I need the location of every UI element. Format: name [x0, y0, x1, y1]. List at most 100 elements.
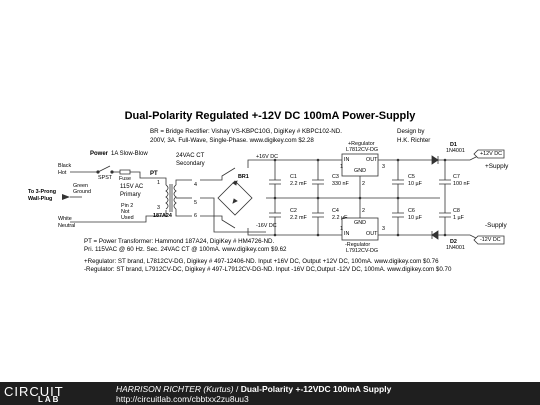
- neutral-wire: [70, 210, 167, 223]
- pin5-label: 5: [194, 200, 197, 206]
- spst-label: SPST: [98, 175, 113, 181]
- logo-top: CIRCUIT: [4, 384, 64, 399]
- bridge-note-2: 200V, 3A. Full-Wave, Single-Phase. www.d…: [150, 137, 314, 144]
- c1-label: C1: [290, 174, 297, 180]
- fuse-symbol: [119, 169, 131, 175]
- pos-reg-pin2: 2: [362, 181, 365, 187]
- neg-reg-out: OUT: [366, 231, 378, 237]
- fuse-rating-label: 1A Slow-Blow: [111, 151, 148, 157]
- c3-value: 330 nF: [332, 181, 349, 187]
- switch-blade: [97, 165, 111, 173]
- plug-arrow: [62, 194, 70, 200]
- logo-bottom: LAB: [38, 395, 61, 404]
- reg-pos-note: +Regulator: ST brand, L7812CV-DG, Digike…: [84, 258, 439, 265]
- pin6-label: 6: [194, 213, 197, 219]
- fuse-wire: [130, 171, 167, 185]
- out-neg-flag: [473, 235, 505, 245]
- plug-label-1: To 3-Prong: [28, 189, 57, 195]
- pin2-label-1: Pin 2: [121, 203, 134, 209]
- pin1-label: 1: [157, 180, 160, 186]
- neg-reg-pin2: 2: [362, 208, 365, 214]
- out-pos-label: +12V DC: [480, 151, 503, 157]
- c2-value: 2.2 mF: [290, 215, 307, 221]
- pos-reg-in: IN: [344, 157, 350, 163]
- pt-note-1: PT = Power Transformer: Hammond 187A24, …: [84, 238, 275, 245]
- c4-value: 2.2 µF: [332, 215, 348, 221]
- out-pos-flag: [473, 149, 505, 159]
- c6-value: 10 µF: [408, 215, 422, 221]
- out-neg-label: -12V DC: [480, 237, 501, 243]
- c7-label: C7: [453, 174, 460, 180]
- footer-separator: /: [233, 384, 241, 394]
- pin3-label: 3: [157, 205, 160, 211]
- fuse-label: Fuse: [119, 176, 131, 182]
- reg-neg-note: -Regulator: ST brand, L7912CV-DC, Digike…: [84, 266, 452, 273]
- pt-note-2: Pri. 115VAC @ 60 Hz. Sec. 24VAC CT @ 100…: [84, 246, 287, 253]
- power-label: Power: [90, 151, 109, 157]
- d2-label: D2: [450, 239, 457, 245]
- footer-bar: CIRCUIT LAB HARRISON RICHTER (Kurtus) / …: [0, 382, 540, 405]
- primary-coil: [165, 184, 169, 210]
- plug-label-2: Wall-Plug: [28, 196, 53, 202]
- bridge-outline: [217, 180, 253, 216]
- schematic-wires: [62, 149, 505, 245]
- c8-value: 1 µF: [453, 215, 464, 221]
- neutral-label: Neutral: [58, 223, 76, 229]
- designer-note-1: Design by: [397, 128, 425, 135]
- neg-regulator-label: -Regulator: [345, 242, 371, 248]
- c8-label: C8: [453, 208, 460, 214]
- schematic-canvas: Dual-Polarity Regulated +-12V DC 100mA P…: [28, 110, 509, 273]
- neg-reg-gnd: GND: [354, 220, 366, 226]
- pin2-label-3: Used: [121, 215, 134, 221]
- supply-pos-label: +Supply: [485, 163, 509, 170]
- v16p-label: +16V DC: [256, 154, 279, 160]
- primary-label-1: 115V AC: [120, 184, 144, 190]
- author-link[interactable]: HARRISON RICHTER (Kurtus): [116, 384, 234, 394]
- pos-regulator-label: +Regulator: [348, 141, 375, 147]
- black-label: Black: [58, 163, 72, 169]
- pos-reg-gnd: GND: [354, 168, 366, 174]
- diode-d2: [431, 230, 439, 240]
- circuit-url[interactable]: http://circuitlab.com/cbbtxx2zu8uu3: [116, 394, 249, 404]
- ct-label-1: 24VAC CT: [176, 153, 205, 159]
- model-label: 187A24: [153, 213, 172, 219]
- pos-reg-out: OUT: [366, 157, 378, 163]
- c3-label: C3: [332, 174, 339, 180]
- secondary-coil: [173, 184, 177, 210]
- c1-value: 2.2 mF: [290, 181, 307, 187]
- ct-label-2: Secondary: [176, 161, 205, 167]
- pos-regulator-model: L7812CV-DG: [346, 147, 379, 153]
- neg-rail: [247, 228, 336, 236]
- neg-reg-in: IN: [344, 231, 350, 237]
- designer-note-2: H.K. Richter: [397, 137, 431, 144]
- neg-reg-pin1: 1: [340, 226, 343, 232]
- footer-credit: HARRISON RICHTER (Kurtus) / Dual-Polarit…: [116, 384, 391, 394]
- hot-label: Hot: [58, 170, 67, 176]
- pt-label: PT: [150, 171, 158, 177]
- diode-d1: [431, 155, 439, 165]
- br1-label: BR1: [238, 174, 249, 180]
- d2-model: 1N4001: [446, 245, 465, 251]
- bridge-note-1: BR = Bridge Rectifier: Vishay VS-KBPC10G…: [150, 128, 342, 135]
- v16n-label: -16V DC: [256, 223, 277, 229]
- c6-label: C6: [408, 208, 415, 214]
- pos-rail: [247, 159, 336, 168]
- pos-reg-pin3: 3: [382, 164, 385, 170]
- circuit-name: Dual-Polarity +-12VDC 100mA Supply: [240, 384, 392, 394]
- diagram-title: Dual-Polarity Regulated +-12V DC 100mA P…: [124, 110, 416, 122]
- neg-regulator-model: L7912CV-DG: [346, 248, 379, 254]
- d1-model: 1N4001: [446, 148, 465, 154]
- c7-value: 100 nF: [453, 181, 470, 187]
- d1-label: D1: [450, 142, 457, 148]
- circuitlab-logo[interactable]: CIRCUIT LAB: [4, 384, 90, 404]
- c4-label: C4: [332, 208, 339, 214]
- bridge-diodes: [232, 180, 238, 204]
- c5-value: 10 µF: [408, 181, 422, 187]
- green-label: Green: [73, 183, 88, 189]
- c2-label: C2: [290, 208, 297, 214]
- primary-label-2: Primary: [120, 192, 141, 198]
- white-label: White: [58, 216, 72, 222]
- pin2-label-2: Not: [121, 209, 130, 215]
- supply-neg-label: -Supply: [485, 222, 507, 229]
- pin4-label: 4: [194, 182, 197, 188]
